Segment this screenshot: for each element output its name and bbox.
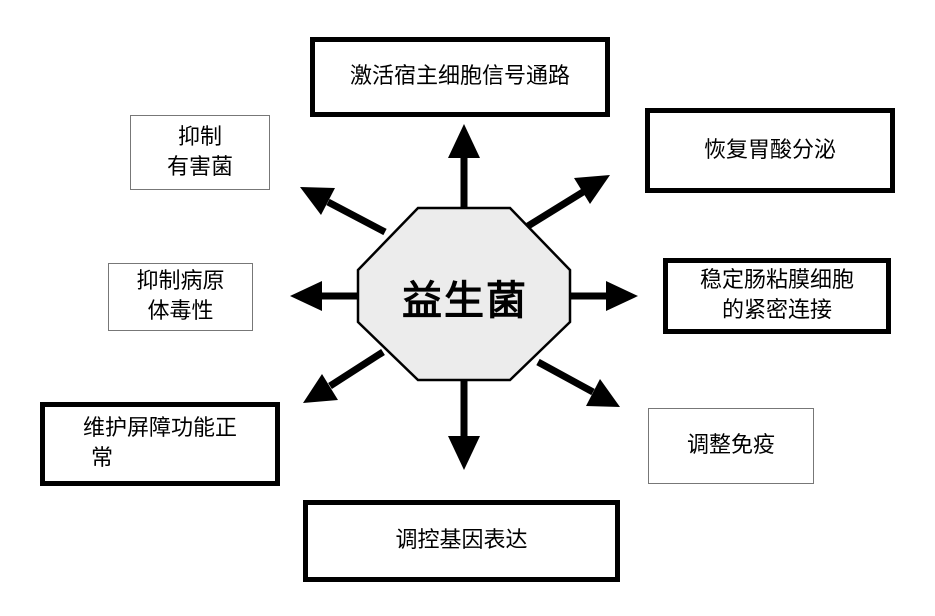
box-bottom: 调控基因表达: [303, 500, 620, 582]
box-top-text: 激活宿主细胞信号通路: [350, 62, 570, 92]
arrow-up-right: [526, 175, 610, 229]
box-top-right-line-1: 恢复胃酸分泌: [703, 137, 836, 163]
arrow-left: [290, 281, 358, 311]
box-bottom-right-text: 调整免疫: [687, 431, 775, 461]
box-left-line-1: 抑制病原: [136, 269, 225, 294]
box-bottom-left-line-1: 维护屏障功能正: [82, 416, 237, 441]
arrow-up-left: [300, 187, 387, 236]
arrow-down-right: [536, 358, 620, 407]
center-label: 益生菌: [402, 278, 528, 324]
box-top-line-1: 激活宿主细胞信号通路: [349, 64, 570, 89]
box-bottom-left-line-2: 常: [90, 446, 113, 471]
box-bottom-right-line-1: 调整免疫: [686, 433, 775, 458]
box-top-left-line-1: 抑制: [177, 124, 222, 150]
box-right: 稳定肠粘膜细胞 的紧密连接: [663, 258, 891, 334]
box-bottom-text: 调控基因表达: [395, 526, 527, 556]
box-bottom-left: 维护屏障功能正 常: [40, 402, 280, 486]
box-top-left-line-2: 有害菌: [166, 154, 233, 180]
box-bottom-line-1: 调控基因表达: [395, 528, 528, 553]
box-bottom-right: 调整免疫: [648, 408, 814, 484]
arrow-right: [570, 281, 638, 311]
box-right-text: 稳定肠粘膜细胞 的紧密连接: [700, 266, 854, 326]
box-left-line-2: 体毒性: [147, 299, 214, 324]
box-left-text: 抑制病原 体毒性: [136, 267, 224, 327]
box-left: 抑制病原 体毒性: [108, 263, 253, 331]
box-right-line-2: 的紧密连接: [721, 298, 832, 323]
box-top-right: 恢复胃酸分泌: [645, 108, 895, 193]
box-bottom-left-text: 维护屏障功能正 常: [83, 414, 237, 474]
box-top-left-text: 抑制 有害菌: [167, 123, 233, 183]
box-top-right-text: 恢复胃酸分泌: [704, 136, 836, 166]
arrow-down: [448, 380, 480, 470]
arrow-down-left: [303, 349, 385, 403]
box-top-left: 抑制 有害菌: [130, 115, 270, 190]
box-right-line-1: 稳定肠粘膜细胞: [699, 268, 854, 293]
box-top: 激活宿主细胞信号通路: [310, 37, 610, 117]
arrow-up: [448, 124, 480, 208]
